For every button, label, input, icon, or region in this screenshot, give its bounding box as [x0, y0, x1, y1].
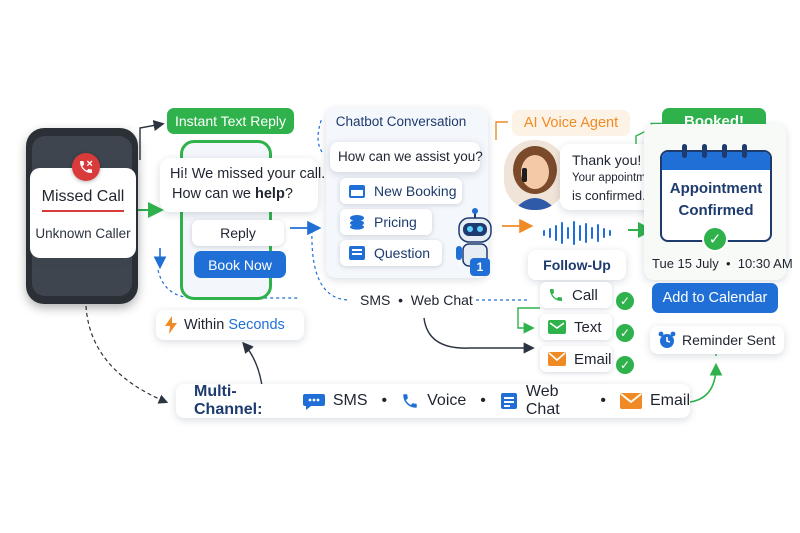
- chatbot-question-text: How can we assist you?: [338, 149, 483, 164]
- follow-up-text-label: Text: [574, 318, 602, 336]
- check-icon-call: ✓: [616, 292, 634, 310]
- robot-badge-label: 1: [476, 260, 484, 274]
- voice-bubble-line2: Your appointment: [572, 172, 662, 184]
- voice-agent-header-label: AI Voice Agent: [523, 115, 619, 131]
- option-question[interactable]: Question: [340, 240, 442, 266]
- reply-button[interactable]: Reply: [192, 220, 284, 246]
- robot-icon: [452, 208, 498, 274]
- sound-wave-icon: [540, 220, 620, 246]
- lightning-icon: [164, 316, 178, 334]
- reminder-sent-label: Reminder Sent: [682, 332, 776, 348]
- follow-up-email-label: Email: [574, 350, 612, 368]
- channel-separator: •: [600, 392, 606, 409]
- robot-badge: 1: [470, 258, 490, 276]
- channel-separator: •: [381, 392, 388, 409]
- follow-up-email[interactable]: Email: [540, 346, 612, 372]
- alarm-clock-icon: [658, 331, 676, 349]
- follow-up-call-label: Call: [572, 286, 598, 304]
- missed-call-label: Missed Call: [41, 188, 125, 205]
- reply-button-label: Reply: [220, 225, 256, 241]
- follow-up-header: Follow-Up: [543, 257, 611, 273]
- follow-up-panel: Follow-Up: [528, 250, 626, 280]
- follow-up-call[interactable]: Call: [540, 282, 612, 308]
- instant-reply-header-label: Instant Text Reply: [174, 113, 287, 129]
- option-pricing-label: Pricing: [374, 214, 417, 230]
- message-icon: [548, 320, 566, 334]
- option-new-booking[interactable]: New Booking: [340, 178, 462, 204]
- book-now-button-label: Book Now: [208, 256, 272, 273]
- calendar-icon: [348, 183, 366, 199]
- channel-voice: Voice: [427, 392, 467, 409]
- email-icon: [548, 352, 566, 366]
- missed-call-underline: [42, 210, 124, 212]
- channel-separator: •: [480, 392, 486, 409]
- chatbot-channels: SMS • Web Chat: [360, 292, 473, 308]
- phone-icon: [548, 287, 564, 303]
- add-to-calendar-button[interactable]: Add to Calendar: [652, 283, 778, 313]
- reply-message-line2-bold: help: [255, 186, 285, 202]
- list-icon: [348, 245, 366, 261]
- check-icon-email: ✓: [616, 356, 634, 374]
- channel-email: Email: [649, 392, 690, 409]
- add-to-calendar-label: Add to Calendar: [662, 290, 768, 306]
- sms-bubble-icon: [302, 392, 325, 410]
- chatbot-question-bubble: How can we assist you?: [330, 142, 483, 172]
- appointment-line2: Confirmed: [678, 202, 754, 219]
- follow-up-text[interactable]: Text: [540, 314, 612, 340]
- within-seconds-text: Within Seconds: [184, 317, 285, 333]
- reply-message-line2: How can we help?: [172, 186, 293, 202]
- appointment-line1: Appointment: [669, 180, 763, 197]
- option-pricing[interactable]: Pricing: [340, 209, 432, 235]
- coins-icon: [348, 214, 366, 230]
- email-icon: [619, 393, 642, 409]
- channel-web-chat: Web Chat: [525, 383, 560, 418]
- instant-reply-header: Instant Text Reply: [167, 108, 294, 134]
- missed-call-icon: [72, 153, 100, 181]
- caller-label: Unknown Caller: [35, 226, 131, 241]
- agent-avatar: [504, 140, 566, 210]
- option-question-label: Question: [374, 245, 431, 261]
- multi-channel-label: Multi-Channel:: [194, 383, 263, 418]
- voice-bubble-line3: is confirmed.: [572, 188, 646, 203]
- reply-message-line2-pre: How can we: [172, 186, 256, 202]
- reply-message-line1: Hi! We missed your call.: [170, 166, 326, 182]
- voice-bubble-line1: Thank you!: [572, 152, 642, 168]
- chatbot-header: Chatbot Conversation: [326, 110, 476, 132]
- reminder-sent-badge: Reminder Sent: [650, 326, 784, 354]
- web-chat-icon: [500, 392, 518, 410]
- chatbot-header-label: Chatbot Conversation: [335, 113, 467, 129]
- multi-channel-bar: Multi-Channel: SMS • Voice • Web Chat • …: [176, 383, 690, 418]
- within-prefix: Within: [184, 317, 229, 333]
- within-seconds-badge: Within Seconds: [156, 310, 304, 340]
- check-icon-text: ✓: [616, 324, 634, 342]
- missed-call-card: Missed Call Unknown Caller: [30, 168, 136, 258]
- calendar-rings: [678, 144, 754, 160]
- confirmed-check-icon: ✓: [702, 226, 728, 252]
- reply-message-bubble: Hi! We missed your call. How can we help…: [160, 158, 325, 212]
- channel-sms: SMS: [332, 392, 368, 409]
- voice-agent-header: AI Voice Agent: [512, 110, 630, 136]
- appointment-datetime: Tue 15 July • 10:30 AM: [652, 256, 793, 271]
- option-new-booking-label: New Booking: [374, 183, 457, 199]
- voice-phone-icon: [401, 392, 419, 410]
- book-now-button[interactable]: Book Now: [194, 251, 286, 278]
- within-highlight: Seconds: [228, 317, 285, 333]
- reply-message-line2-post: ?: [284, 186, 293, 202]
